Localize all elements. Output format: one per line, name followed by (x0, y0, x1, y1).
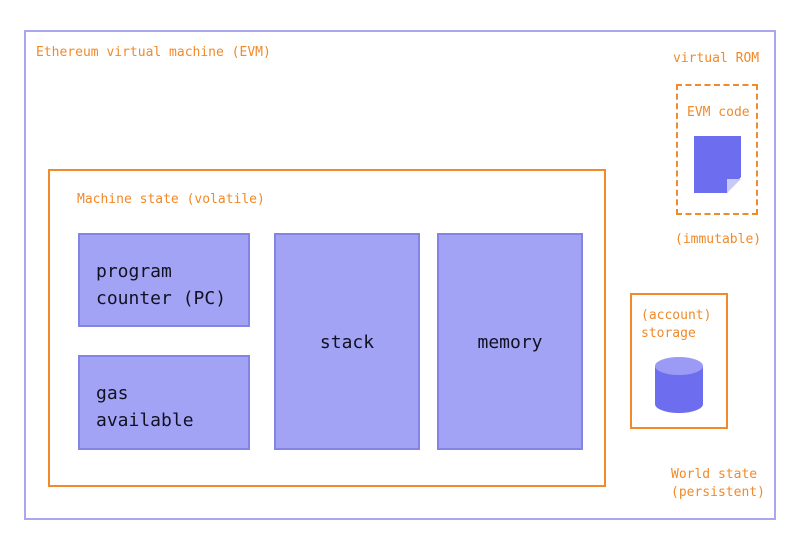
memory-label: memory (477, 332, 543, 353)
storage-database-icon (655, 357, 703, 413)
virtual-rom-title: virtual ROM (673, 51, 760, 66)
program-counter-label: program counter (PC) (96, 261, 227, 309)
evm-code-label: EVM code (687, 105, 750, 120)
virtual-rom-box (676, 84, 758, 215)
gas-available-block: gas available (78, 355, 250, 450)
machine-state-container (48, 169, 606, 487)
memory-block: memory (437, 233, 583, 450)
machine-state-title: Machine state (volatile) (77, 192, 265, 207)
immutable-note: (immutable) (675, 232, 762, 247)
account-storage-label: (account) storage (641, 308, 712, 341)
world-state-label: World state (persistent) (671, 467, 765, 500)
evm-title: Ethereum virtual machine (EVM) (36, 45, 271, 60)
stack-block: stack (274, 233, 420, 450)
stack-label: stack (319, 332, 375, 353)
gas-available-label: gas available (96, 383, 194, 431)
account-storage-box (630, 293, 728, 429)
evm-container (24, 30, 776, 520)
evm-code-file-icon (694, 136, 741, 193)
program-counter-block: program counter (PC) (78, 233, 250, 327)
